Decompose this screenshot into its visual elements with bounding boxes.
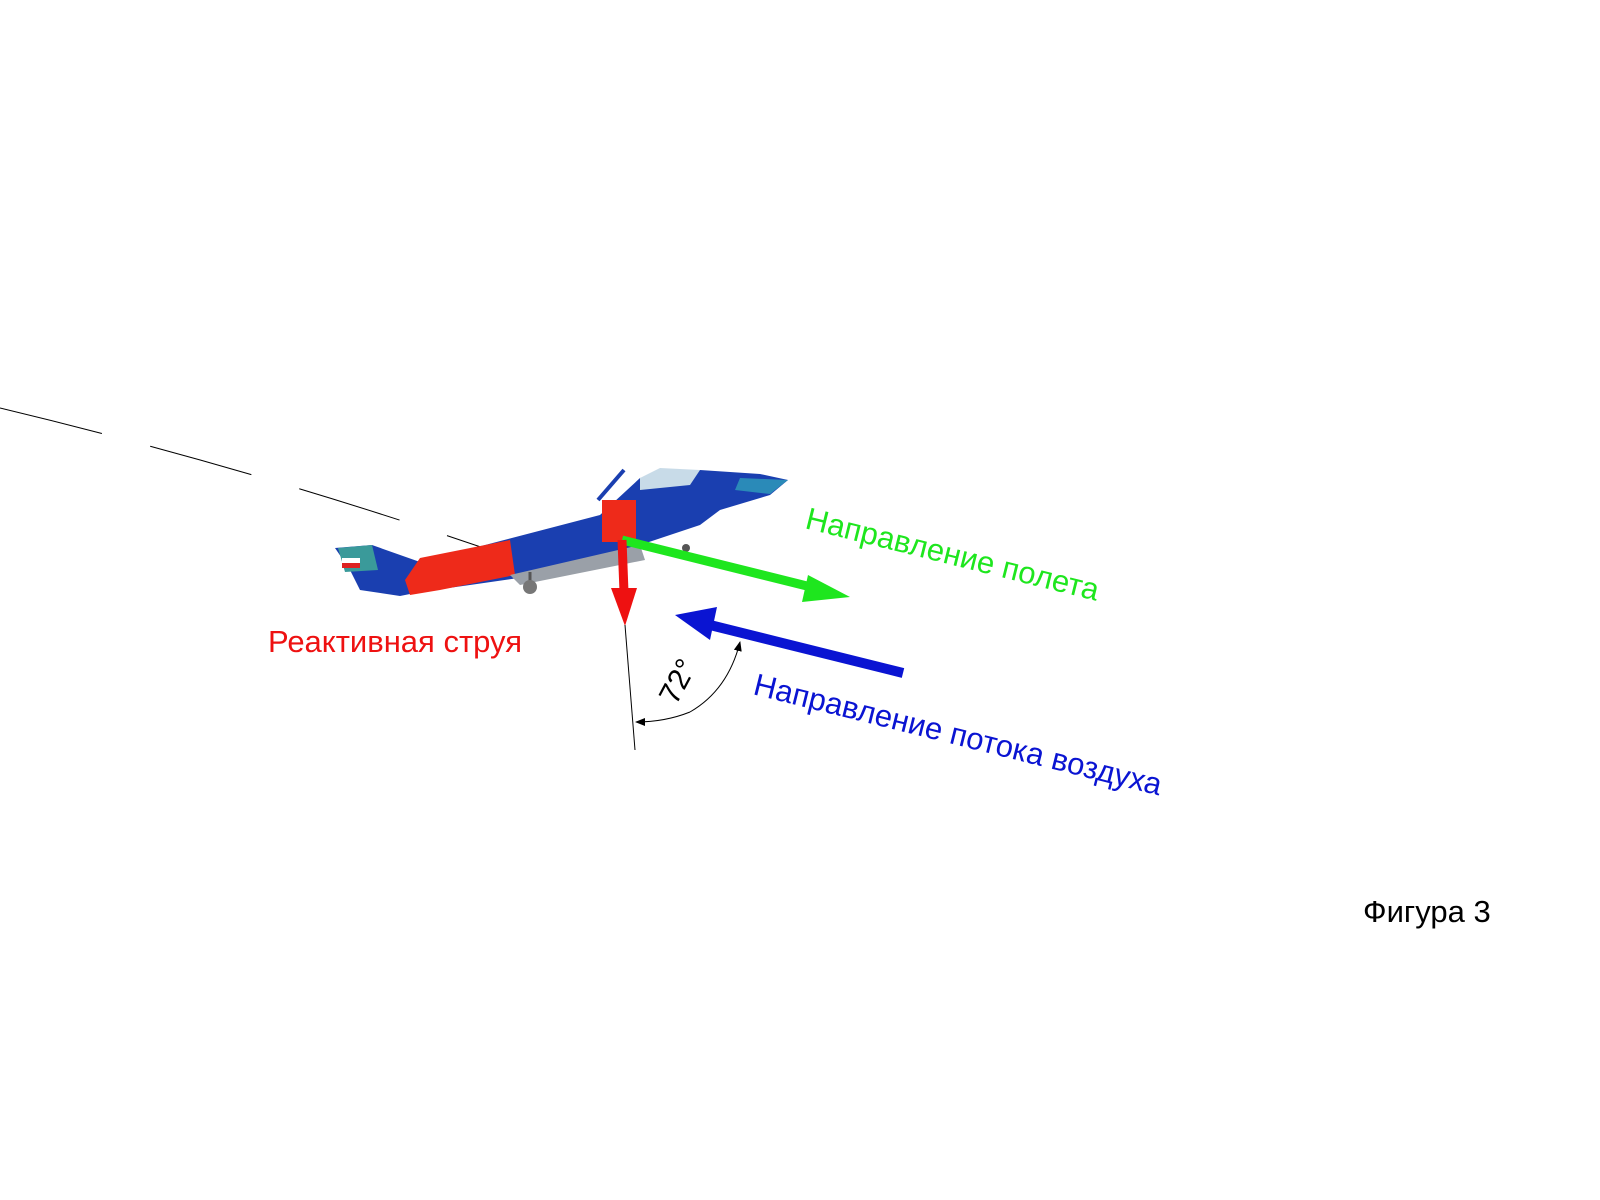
figure-caption: Фигура 3 [1363, 894, 1491, 929]
airflow-direction-label: Направление потока воздуха [750, 667, 1166, 803]
jet-stream-arrow [611, 539, 637, 626]
flight-direction-label: Направление полета [802, 501, 1103, 608]
airflow-direction-arrow [675, 607, 905, 678]
reference-line [624, 624, 636, 751]
angle-label: 72° [653, 654, 703, 710]
angle-arc [689, 641, 742, 713]
flight-direction-arrow [620, 535, 850, 602]
aircraft-icon [335, 468, 788, 596]
jet-stream-label: Реактивная струя [268, 624, 522, 659]
